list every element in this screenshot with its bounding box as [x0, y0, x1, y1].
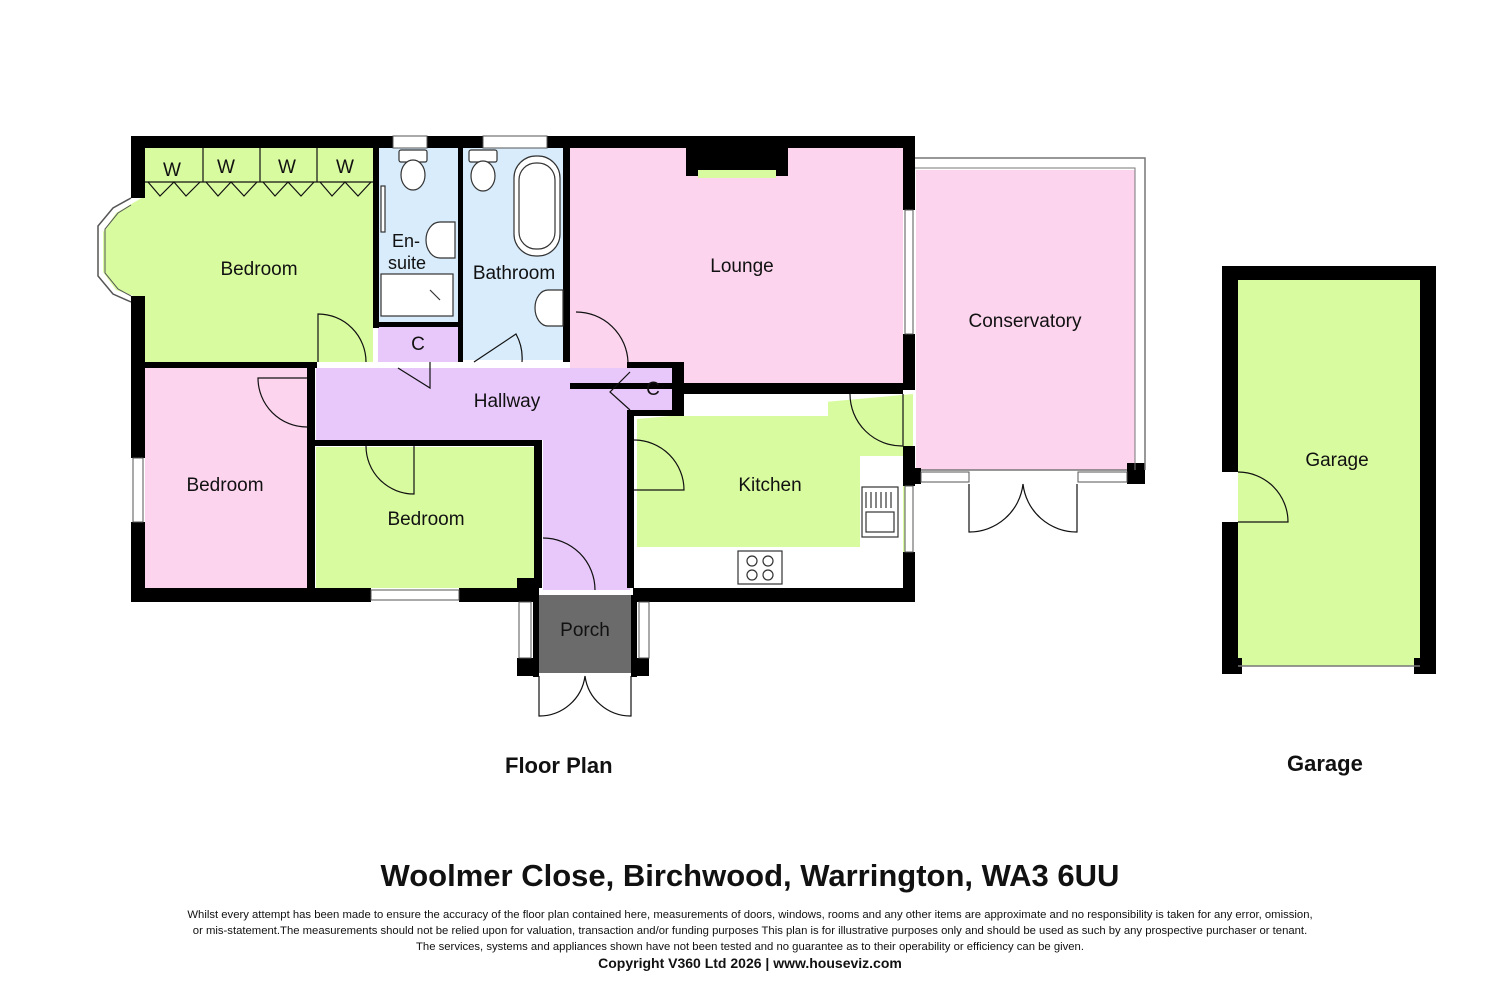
wardrobe-fronts [145, 148, 373, 197]
ensuite-basin-icon [425, 221, 456, 259]
label-ensuite-1: En- [392, 231, 420, 251]
label-bedroom-main: Bedroom [220, 259, 297, 280]
disclaimer-line-3: The services, systems and appliances sho… [416, 941, 1084, 953]
bedroom-west-fill [145, 368, 307, 588]
cupboard-1-fill [378, 326, 458, 362]
label-wardrobe-2: W [217, 157, 235, 178]
garage-caption: Garage [1287, 751, 1363, 776]
label-lounge: Lounge [710, 256, 773, 277]
copyright: Copyright V360 Ltd 2026 | www.houseviz.c… [598, 955, 902, 971]
property-address: Woolmer Close, Birchwood, Warrington, WA… [380, 858, 1120, 893]
hallway-fill [316, 368, 630, 590]
label-wardrobe-1: W [163, 160, 181, 181]
garage-fill [1238, 280, 1420, 666]
bathroom-toilet-icon [468, 149, 498, 163]
hob-icon [737, 550, 783, 585]
label-bedroom-west: Bedroom [186, 475, 263, 496]
label-bedroom-middle: Bedroom [387, 509, 464, 530]
conservatory-frame [915, 157, 1146, 470]
bay-window [97, 197, 132, 303]
label-hallway: Hallway [474, 391, 541, 412]
bay-window-fill [103, 196, 145, 300]
label-kitchen: Kitchen [738, 475, 801, 496]
disclaimer: Whilst every attempt has been made to en… [0, 907, 1500, 955]
walls [131, 136, 1436, 677]
conservatory-south-window-a [920, 471, 970, 483]
conservatory-south-window-b [1077, 471, 1128, 483]
sanitaryware [380, 149, 899, 585]
label-cupboard-2: C [646, 379, 660, 400]
label-garage: Garage [1305, 450, 1368, 471]
room-labels: W W W W Bedroom En- suite Bathroom Loung… [163, 157, 1369, 641]
bay-window-inner [104, 204, 132, 297]
label-bathroom: Bathroom [473, 263, 555, 284]
disclaimer-line-1: Whilst every attempt has been made to en… [187, 909, 1313, 921]
floor-plan-drawing: W W W W Bedroom En- suite Bathroom Loung… [97, 135, 1436, 717]
doors [257, 311, 1289, 717]
label-conservatory: Conservatory [969, 311, 1082, 332]
label-cupboard-1: C [411, 334, 425, 355]
kitchen-worktop-top [683, 392, 828, 416]
label-porch: Porch [560, 620, 610, 641]
windows [132, 135, 914, 659]
ensuite-shower-icon [380, 273, 454, 317]
lounge-fill [570, 148, 903, 383]
conservatory-frame-inner [915, 167, 1136, 470]
label-ensuite-2: suite [388, 253, 426, 273]
bedroom-middle-fill [316, 447, 534, 588]
disclaimer-line-2: or mis-statement.The measurements should… [192, 925, 1308, 937]
kitchen-fill [637, 394, 913, 588]
conservatory-fill [916, 170, 1135, 470]
room-fills [103, 148, 1420, 673]
label-wardrobe-4: W [336, 157, 354, 178]
floor-plan-caption: Floor Plan [505, 753, 613, 778]
bedroom-main-fill [145, 148, 373, 362]
label-wardrobe-3: W [278, 157, 296, 178]
bathroom-basin-icon [534, 289, 564, 327]
porch-fill [537, 595, 633, 673]
